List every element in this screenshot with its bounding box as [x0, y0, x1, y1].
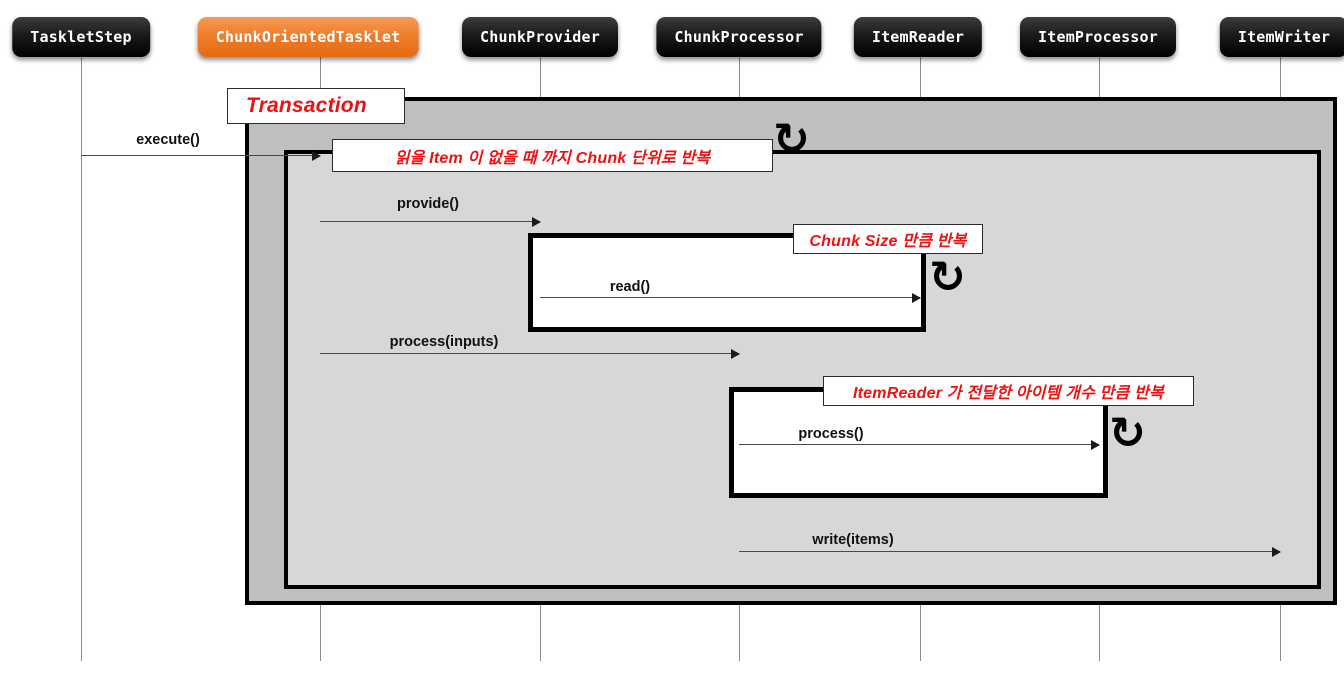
participant-chunk-provider[interactable]: ChunkProvider [462, 17, 618, 57]
chunk-loop-frame [284, 150, 1321, 589]
participant-chunk-oriented-tasklet[interactable]: ChunkOrientedTasklet [197, 17, 419, 57]
arrow-head-icon [312, 150, 321, 161]
read-loop-frame-label: Chunk Size 만큼 반복 [793, 224, 983, 254]
lifeline-tasklet-step [81, 57, 82, 661]
message-arrow-process [739, 439, 1100, 450]
message-label-write-items: write(items) [812, 532, 894, 548]
arrow-head-icon [912, 292, 921, 303]
arrow-head-icon [532, 216, 541, 227]
message-label-process-inputs: process(inputs) [389, 334, 499, 350]
chunk-loop-frame-label: 읽을 Item 이 없을 때 까지 Chunk 단위로 반복 [332, 139, 773, 172]
process-loop-frame-label: ItemReader 가 전달한 아이템 개수 만큼 반복 [823, 376, 1194, 406]
loop-repeat-icon-chunk: ↻ [773, 114, 810, 165]
participant-item-writer[interactable]: ItemWriter [1219, 17, 1344, 57]
participant-tasklet-step[interactable]: TaskletStep [12, 17, 150, 57]
message-label-execute: execute() [136, 132, 200, 148]
message-label-read: read() [609, 279, 651, 295]
message-label-process: process() [798, 426, 864, 442]
arrow-head-icon [1091, 439, 1100, 450]
transaction-frame-label: Transaction [227, 88, 405, 124]
loop-repeat-icon-process: ↻ [1109, 408, 1146, 459]
message-arrow-process-inputs [320, 348, 740, 359]
message-label-provide: provide() [396, 196, 460, 212]
arrow-head-icon [731, 348, 740, 359]
message-arrow-read [540, 292, 921, 303]
arrow-head-icon [1272, 546, 1281, 557]
message-arrow-provide [320, 216, 541, 227]
participant-chunk-processor[interactable]: ChunkProcessor [656, 17, 822, 57]
participant-item-processor[interactable]: ItemProcessor [1020, 17, 1176, 57]
message-arrow-write-items [739, 546, 1281, 557]
participant-item-reader[interactable]: ItemReader [853, 17, 983, 57]
loop-repeat-icon-read: ↻ [929, 252, 966, 303]
message-arrow-execute [81, 150, 321, 161]
